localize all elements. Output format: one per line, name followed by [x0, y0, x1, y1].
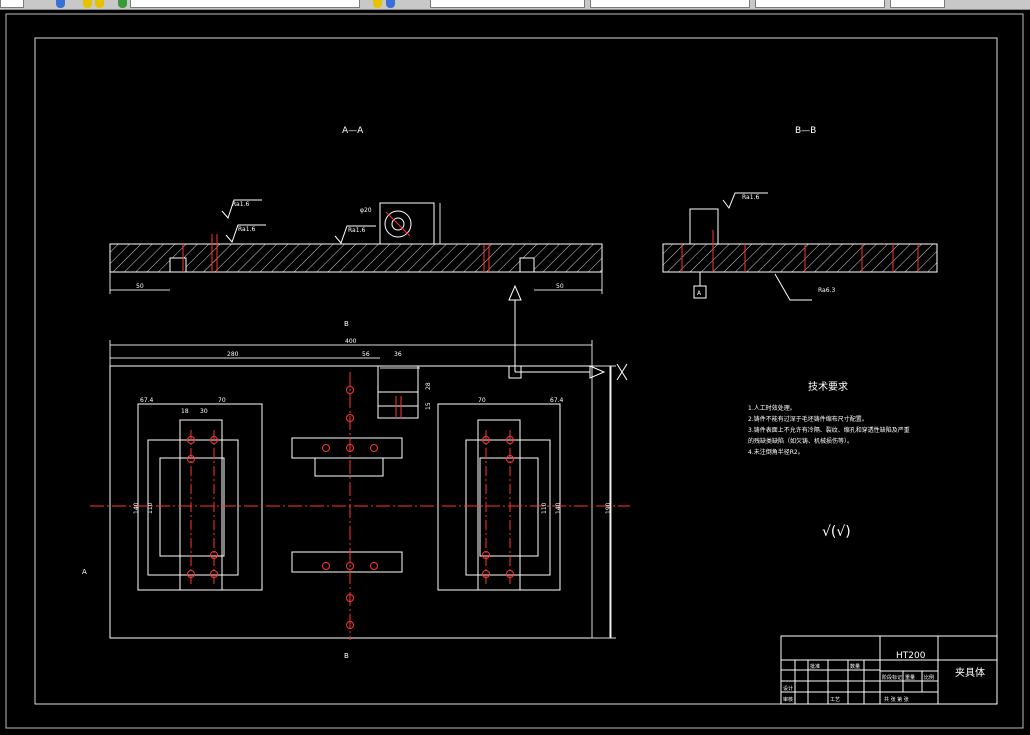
- linetype-combo[interactable]: [430, 0, 585, 8]
- layer-prev-icon[interactable]: [386, 0, 395, 8]
- lineweight-combo[interactable]: [590, 0, 750, 8]
- title-part-name: 夹具体: [955, 666, 985, 679]
- title-block: [780, 635, 998, 705]
- dim-110-right: 110: [541, 502, 548, 514]
- datum-a: A: [697, 290, 702, 297]
- title-checker-label: 审核: [783, 696, 793, 703]
- plotstyle-combo[interactable]: [755, 0, 885, 8]
- title-scale-label: 比例: [924, 674, 934, 681]
- roughness-default: √(√): [822, 524, 851, 540]
- layer-icon[interactable]: [56, 0, 65, 8]
- roughness-symbols-aa: [221, 199, 376, 244]
- dim-18: 18: [181, 408, 189, 415]
- drawing-canvas[interactable]: A—A 50 50 φ20 Ra1.6 Ra1.6 Ra1.6 B—B: [0, 10, 1030, 731]
- dim-70-left: 70: [218, 397, 226, 404]
- dim-15: 15: [425, 402, 432, 410]
- dim-right-50: 50: [556, 283, 564, 290]
- notes-line-2: 2.铸件不能有过深于毛坯铸件缩布尺寸配置。: [748, 415, 868, 423]
- title-process-label: 工艺: [830, 697, 840, 703]
- view-b-bottom: B: [344, 652, 349, 660]
- section-aa-title: A—A: [342, 126, 364, 136]
- dim-36: 36: [394, 351, 402, 358]
- title-stage-label: 阶段标记: [882, 674, 902, 681]
- doc-icon[interactable]: [0, 0, 24, 8]
- notes-line-4: 的残缺类缺陷（如欠铸、机械损伤等）。: [748, 437, 853, 445]
- title-approve-label: 批准: [810, 663, 820, 670]
- color-icon[interactable]: [83, 0, 92, 8]
- dim-400: 400: [345, 338, 357, 345]
- section-bb-title: B—B: [795, 126, 816, 136]
- color-icon-2[interactable]: [95, 0, 104, 8]
- notes-line-1: 1.人工时效处理。: [748, 404, 796, 412]
- roughness-b2: Ra6.3: [818, 287, 835, 294]
- dim-70-right: 70: [478, 397, 486, 404]
- dim-190: 190: [605, 502, 612, 514]
- properties-icon[interactable]: [118, 0, 127, 8]
- drawing-svg[interactable]: A—A 50 50 φ20 Ra1.6 Ra1.6 Ra1.6 B—B: [0, 10, 1030, 731]
- cad-toolbar: [0, 0, 1030, 10]
- section-aa: [109, 202, 603, 294]
- view-b-top: B: [344, 320, 349, 328]
- dim-110-left: 110: [147, 502, 154, 514]
- dim-left-50: 50: [136, 283, 144, 290]
- roughness-a2: Ra1.6: [238, 226, 255, 233]
- title-sheet-text: 共 张 第 张: [884, 696, 909, 703]
- notes-line-5: 4.未注倒角半径R2。: [748, 448, 804, 456]
- plan-view: [90, 340, 630, 640]
- dim-140-right: 140: [555, 502, 562, 514]
- dim-280: 280: [227, 351, 239, 358]
- dim-67-4-right: 67.4: [550, 397, 564, 404]
- ucs-icon: [508, 284, 628, 381]
- bolt-holes: [187, 386, 514, 629]
- inner-frame: [34, 37, 998, 705]
- section-bb: [662, 192, 938, 301]
- title-weight-label: 重量: [905, 674, 915, 681]
- roughness-a3: Ra1.6: [348, 227, 365, 234]
- dim-56: 56: [362, 351, 370, 358]
- view-a-left: A: [82, 568, 87, 576]
- dim-30: 30: [200, 408, 208, 415]
- dim-phi20: φ20: [360, 207, 372, 214]
- outer-frame: [5, 13, 1024, 729]
- match-icon[interactable]: [373, 0, 382, 8]
- roughness-b1: Ra1.6: [742, 194, 759, 201]
- notes-title: 技术要求: [808, 380, 848, 393]
- dim-140-left: 140: [133, 502, 140, 514]
- roughness-a1: Ra1.6: [232, 201, 249, 208]
- dim-67-4-left: 67.4: [140, 397, 154, 404]
- title-qty-label: 数量: [850, 663, 860, 670]
- layer-combo[interactable]: [130, 0, 360, 8]
- notes-line-3: 3.铸件表面上不允许有冷隔、裂纹、缩孔和穿透性缺陷及严重: [748, 426, 910, 434]
- title-designer-label: 设计: [783, 685, 793, 692]
- title-material: HT200: [896, 651, 926, 661]
- style-combo[interactable]: [890, 0, 945, 8]
- dim-28: 28: [425, 382, 432, 390]
